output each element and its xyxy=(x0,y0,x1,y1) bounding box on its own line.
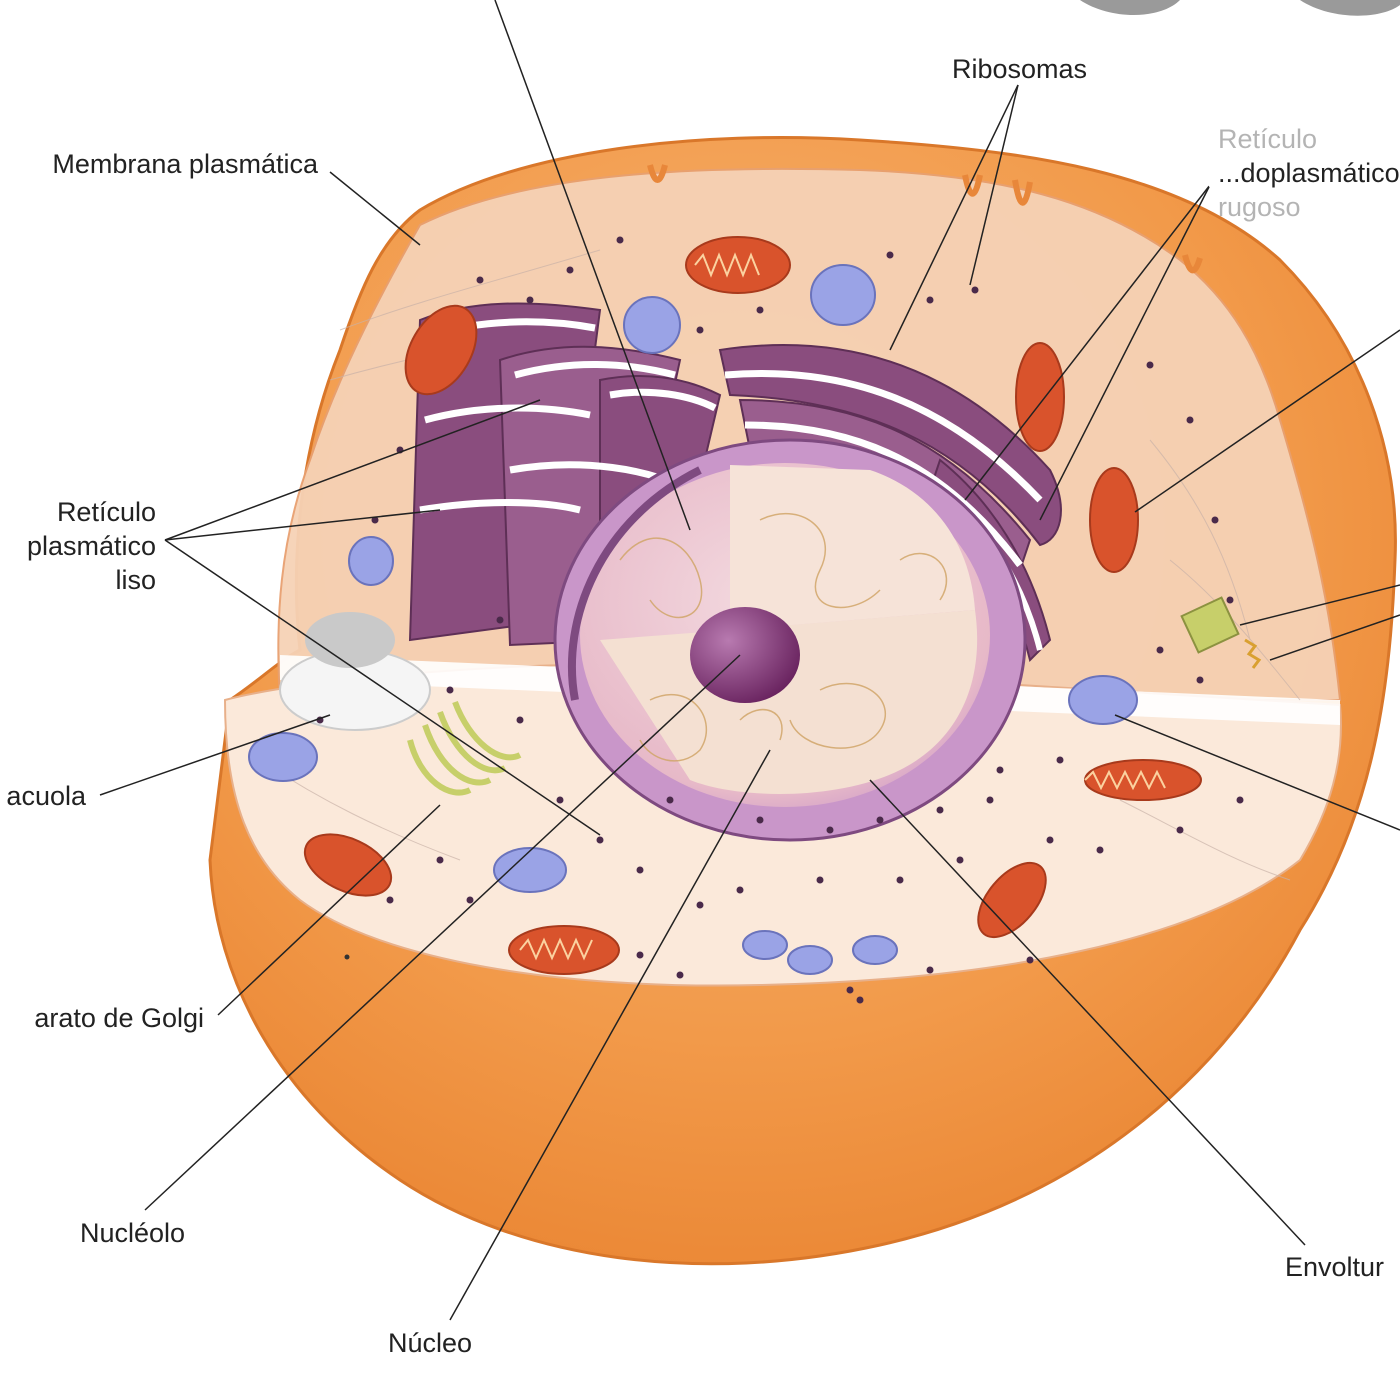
label-ribosomas: Ribosomas xyxy=(952,54,1088,84)
label-reticulo-rugoso-2: ...doplasmático xyxy=(1218,158,1400,188)
label-nucleo: Núcleo xyxy=(388,1328,473,1358)
label-envoltura: Envoltur xyxy=(1285,1252,1385,1282)
leader-lines xyxy=(99,0,1400,1321)
label-reticulo-liso-2: plasmático xyxy=(26,531,156,561)
centrioles xyxy=(1180,596,1262,669)
label-reticulo-rugoso-3: rugoso xyxy=(1218,192,1301,222)
nuclear-envelope-rim xyxy=(568,466,702,701)
mitochondria xyxy=(303,236,1202,975)
membrane-folds xyxy=(647,164,1203,274)
label-reticulo-liso-3: liso xyxy=(115,565,156,595)
obscuring-patch xyxy=(1195,65,1325,215)
ribosomes xyxy=(316,236,1244,1004)
label-reticulo-liso-1: Retículo xyxy=(56,497,156,527)
golgi-apparatus xyxy=(407,700,522,796)
label-reticulo-rugoso-1: Retículo xyxy=(1218,124,1318,154)
chromatin xyxy=(619,513,948,762)
corner-shape xyxy=(1080,0,1400,16)
stray-dot xyxy=(344,954,350,960)
label-membrana: Membrana plasmática xyxy=(52,149,318,179)
nucleolus xyxy=(690,607,800,703)
label-vacuola: acuola xyxy=(6,781,86,811)
vacuole-gray xyxy=(305,612,395,668)
label-golgi: arato de Golgi xyxy=(34,1003,204,1033)
mitochondria-cristae xyxy=(519,252,1166,961)
label-nucleolo: Nucléolo xyxy=(80,1218,186,1248)
vesicles xyxy=(248,264,1138,975)
